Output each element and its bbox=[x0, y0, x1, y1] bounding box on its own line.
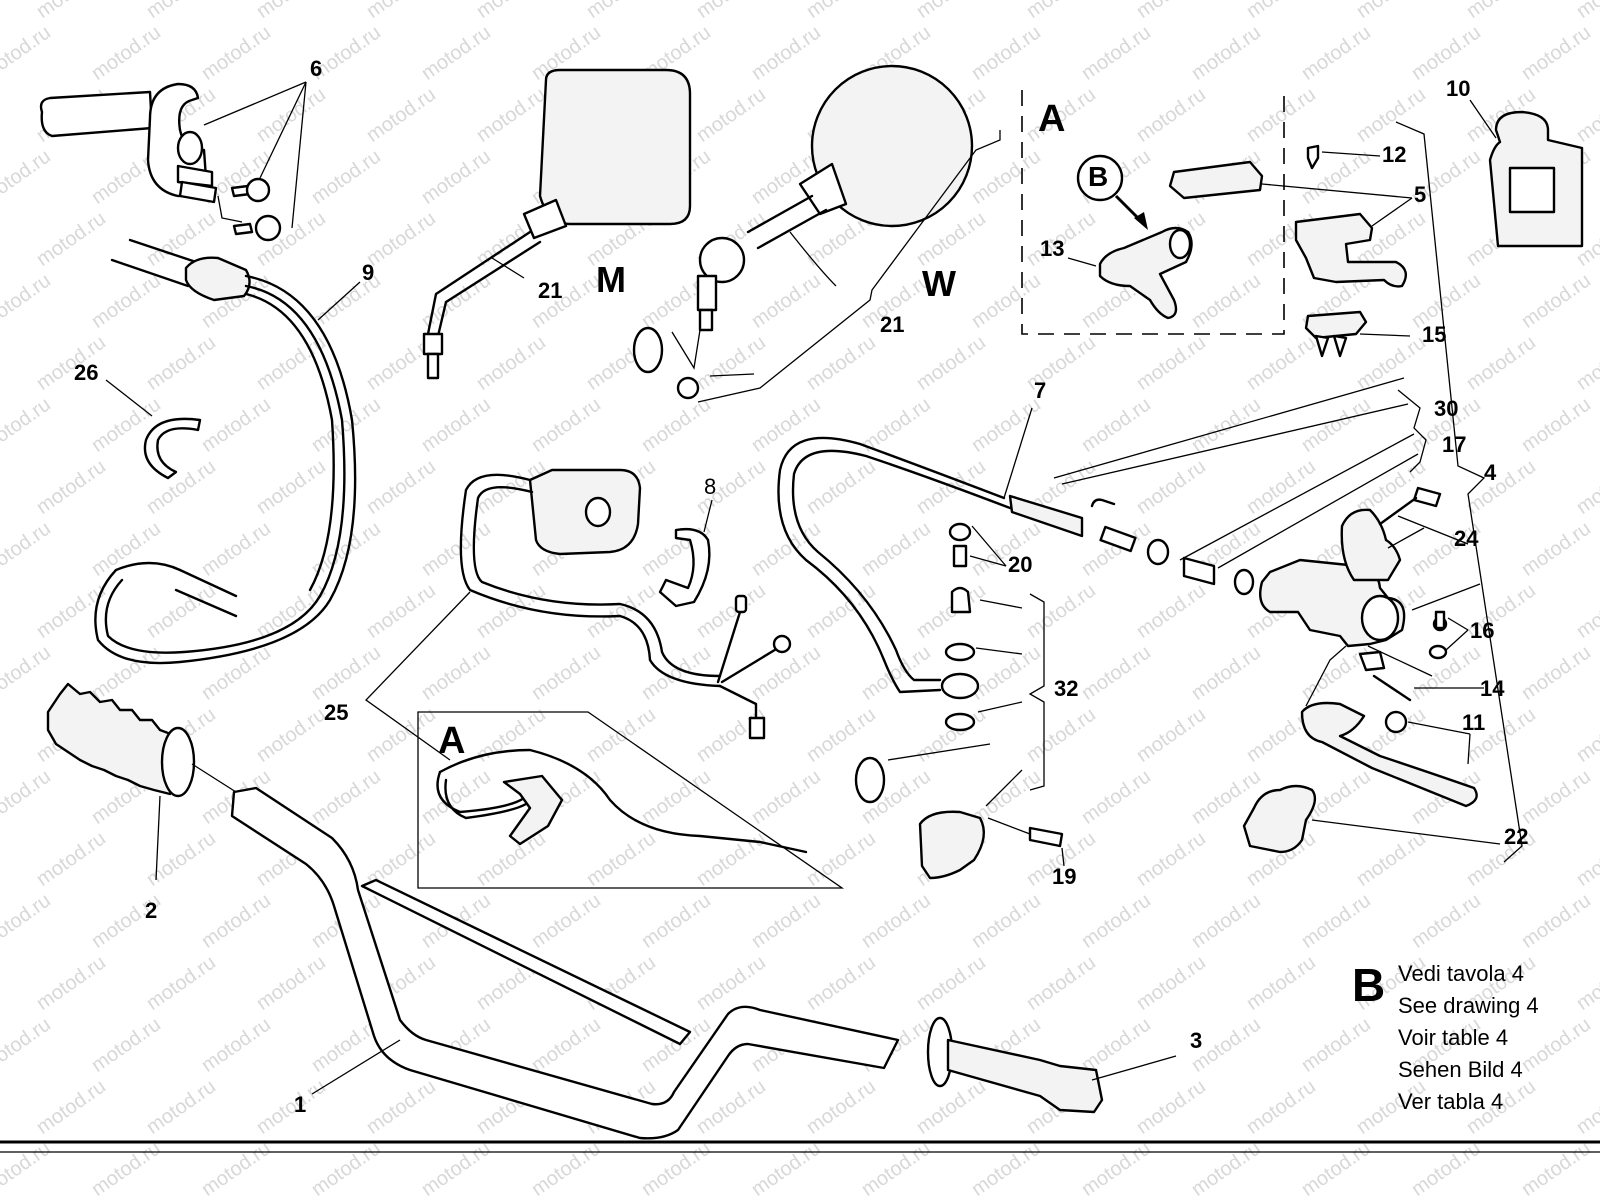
detail-a-bottom-box bbox=[417, 711, 845, 889]
part-label-7: 7 bbox=[1034, 378, 1047, 403]
part-label-2: 2 bbox=[145, 898, 158, 923]
part-label-16: 16 bbox=[1470, 618, 1495, 643]
part-label-15: 15 bbox=[1422, 322, 1447, 347]
legend-line-es: Ver tabla 4 bbox=[1398, 1089, 1504, 1114]
right-grip bbox=[926, 1016, 1177, 1114]
left-grip bbox=[46, 682, 237, 881]
part-label-3: 3 bbox=[1190, 1028, 1203, 1053]
throttle-grip-assembly bbox=[39, 81, 307, 242]
throttle-cable bbox=[94, 238, 361, 665]
legend-line-it: Vedi tavola 4 bbox=[1398, 961, 1524, 986]
part-label-24: 24 bbox=[1454, 526, 1479, 551]
part-label-4: 4 bbox=[1484, 460, 1497, 485]
part-label-11: 11 bbox=[1462, 710, 1486, 735]
brake-hose bbox=[777, 407, 1084, 880]
mirror-m bbox=[422, 68, 692, 380]
legend-line-fr: Voir table 4 bbox=[1398, 1025, 1509, 1050]
detail-a-top-label: A bbox=[1038, 98, 1066, 140]
legend-line-de: Sehen Bild 4 bbox=[1398, 1057, 1523, 1082]
legend-lines: Vedi tavola 4 See drawing 4 Voir table 4… bbox=[1398, 958, 1539, 1118]
handlebar bbox=[230, 786, 900, 1140]
legend-key-b: B bbox=[1352, 959, 1386, 1011]
front-master-cylinder bbox=[1053, 377, 1501, 854]
part-label-5: 5 bbox=[1414, 182, 1427, 207]
part-label-32: 32 bbox=[1054, 676, 1079, 701]
part-label-17: 17 bbox=[1442, 432, 1467, 457]
part-label-10: 10 bbox=[1446, 76, 1471, 101]
part-label-14: 14 bbox=[1480, 676, 1505, 701]
clip-26 bbox=[105, 379, 202, 480]
legend-line-en: See drawing 4 bbox=[1398, 993, 1539, 1018]
part-label-13: 13 bbox=[1040, 236, 1065, 261]
detail-a-top-box bbox=[1021, 90, 1285, 335]
switch-unit bbox=[365, 468, 792, 761]
part-label-25: 25 bbox=[324, 700, 349, 725]
part-label-6: 6 bbox=[310, 56, 323, 81]
part-label-1: 1 bbox=[294, 1092, 307, 1117]
part-label-12: 12 bbox=[1382, 142, 1407, 167]
master-cylinder-cover-parts bbox=[1168, 99, 1584, 863]
part-label-21-w: 21 bbox=[880, 312, 905, 337]
part-label-20: 20 bbox=[1008, 552, 1033, 577]
mirror-w bbox=[632, 64, 1001, 403]
part-label-19: 19 bbox=[1052, 864, 1077, 889]
detail-a-bottom-label: A bbox=[438, 720, 466, 762]
callout-b-label: B bbox=[1088, 161, 1109, 192]
part-label-26: 26 bbox=[74, 360, 99, 385]
part-label-8: 8 bbox=[704, 474, 717, 499]
mirror-variant-w-label: W bbox=[922, 263, 956, 304]
mirror-variant-m-label: M bbox=[596, 259, 626, 300]
part-label-22: 22 bbox=[1504, 824, 1529, 849]
part-label-21-m: 21 bbox=[538, 278, 563, 303]
part-label-9: 9 bbox=[362, 260, 375, 285]
part-label-30: 30 bbox=[1434, 396, 1459, 421]
